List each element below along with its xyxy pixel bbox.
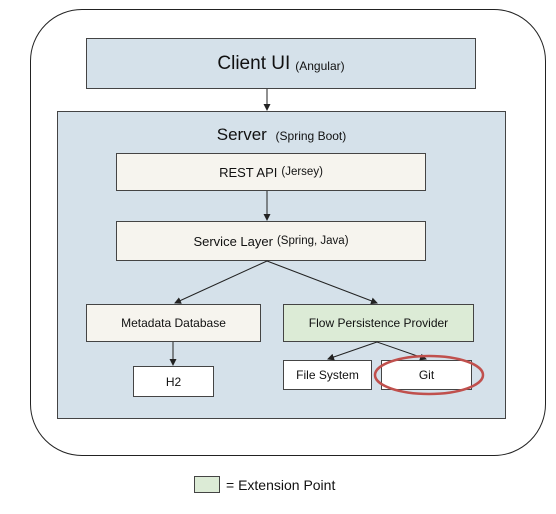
legend-label: = Extension Point — [226, 476, 336, 493]
arrow-provider-to-file-system — [327, 341, 378, 361]
legend: = Extension Point — [194, 476, 335, 493]
flow-persistence-provider-box: Flow Persistence Provider — [283, 304, 474, 342]
server-subtitle: (Spring Boot) — [275, 129, 347, 143]
arrow-service-to-metadata — [174, 260, 268, 304]
arrow-service-to-flow-provider — [266, 260, 378, 305]
service-layer-subtitle: (Spring, Java) — [276, 235, 349, 247]
extension-point-swatch — [194, 476, 220, 493]
client-ui-box: Client UI (Angular) — [86, 38, 476, 89]
rest-api-subtitle: (Jersey) — [281, 166, 323, 178]
file-system-box: File System — [283, 360, 372, 390]
file-system-label: File System — [296, 368, 359, 382]
h2-label: H2 — [165, 374, 182, 389]
server-heading: Server (Spring Boot) — [58, 125, 505, 145]
service-layer-title: Service Layer — [193, 233, 273, 249]
git-highlight-ring — [373, 354, 485, 396]
flow-persistence-provider-label: Flow Persistence Provider — [308, 316, 449, 330]
metadata-database-label: Metadata Database — [121, 316, 226, 330]
git-box: Git — [381, 360, 472, 390]
git-label: Git — [418, 368, 435, 382]
service-layer-box: Service Layer (Spring, Java) — [116, 221, 426, 261]
server-title: Server — [216, 125, 267, 144]
rest-api-box: REST API (Jersey) — [116, 153, 426, 191]
client-ui-title: Client UI — [217, 52, 291, 74]
rest-api-title: REST API — [219, 164, 278, 180]
metadata-database-box: Metadata Database — [86, 304, 261, 342]
client-ui-subtitle: (Angular) — [295, 58, 345, 73]
h2-box: H2 — [133, 366, 214, 397]
